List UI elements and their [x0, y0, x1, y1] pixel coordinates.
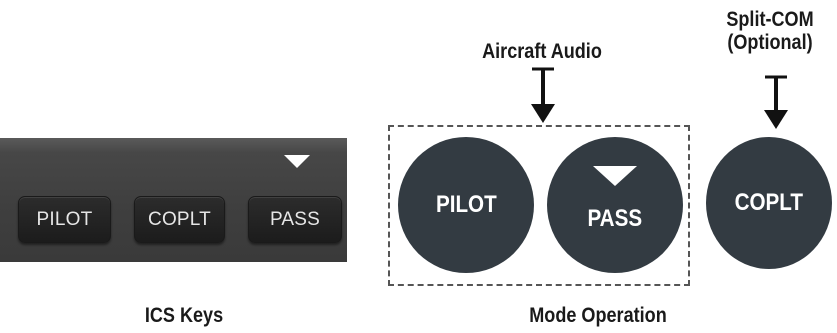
pass-active-triangle-icon [593, 166, 637, 186]
aircraft-audio-arrow-icon [531, 67, 555, 123]
aircraft-audio-label: Aircraft Audio [482, 40, 602, 63]
ics-pilot-key[interactable]: PILOT [18, 196, 111, 243]
split-com-label: Split-COM (Optional) [710, 8, 830, 54]
split-com-label-line2: (Optional) [727, 31, 813, 54]
split-com-label-line1: Split-COM [726, 8, 814, 31]
ics-coplt-key[interactable]: COPLT [134, 196, 225, 243]
pass-annunciator-icon [284, 155, 310, 168]
mode-coplt-label: COPLT [734, 189, 804, 216]
mode-pass-circle: PASS [547, 137, 683, 273]
ics-keys-caption: ICS Keys [144, 304, 224, 327]
mode-pilot-label: PILOT [435, 191, 497, 218]
mode-coplt-circle: COPLT [706, 137, 832, 269]
mode-pass-label: PASS [587, 205, 643, 232]
mode-operation-caption: Mode Operation [529, 304, 667, 327]
split-com-arrow-icon [764, 75, 788, 129]
ics-key-panel: PILOT COPLT PASS [0, 138, 347, 262]
aircraft-audio-group [388, 125, 690, 286]
mode-pilot-circle: PILOT [398, 137, 534, 273]
ics-pass-key[interactable]: PASS [248, 196, 342, 243]
